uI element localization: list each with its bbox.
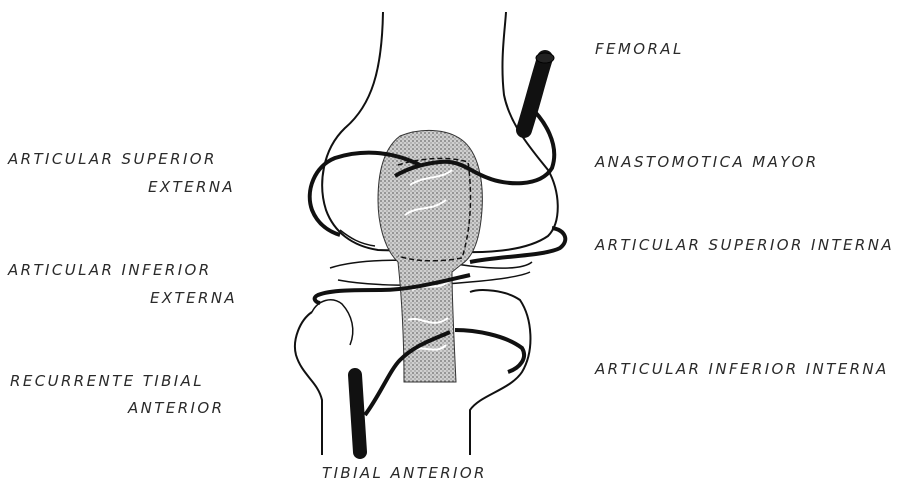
fibula-head	[312, 300, 353, 345]
femoral-artery-end	[536, 53, 554, 63]
label-articular-inferior-externa-2: EXTERNA	[150, 291, 237, 306]
label-articular-inferior-externa-1: ARTICULAR INFERIOR	[8, 263, 212, 278]
label-tibial-anterior: TIBIAL ANTERIOR	[322, 466, 487, 481]
label-articular-inferior-interna: ARTICULAR INFERIOR INTERNA	[595, 362, 889, 377]
label-articular-superior-externa-2: EXTERNA	[148, 180, 235, 195]
label-femoral: FEMORAL	[595, 42, 684, 57]
label-articular-superior-externa-1: ARTICULAR SUPERIOR	[8, 152, 217, 167]
label-recurrente-tibial-anterior-2: ANTERIOR	[128, 401, 224, 416]
label-anastomotica-mayor: ANASTOMOTICA MAYOR	[595, 155, 819, 170]
tibial-anterior-artery	[355, 375, 360, 452]
articular-inferior-interna-artery	[455, 330, 524, 372]
label-recurrente-tibial-anterior-1: RECURRENTE TIBIAL	[10, 374, 204, 389]
label-articular-superior-interna: ARTICULAR SUPERIOR INTERNA	[595, 238, 894, 253]
